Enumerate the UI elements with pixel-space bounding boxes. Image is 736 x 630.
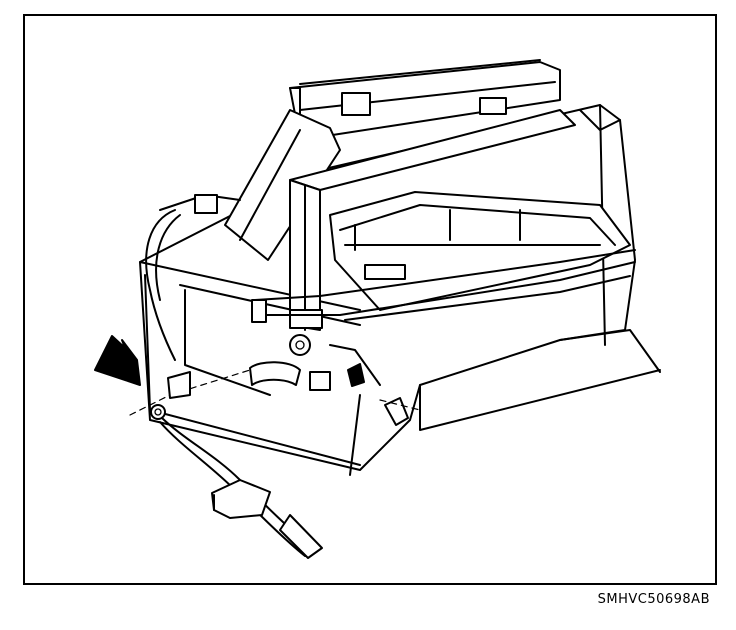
duct-assembly bbox=[224, 109, 576, 331]
direction-arrow-icon bbox=[94, 335, 141, 386]
figure-caption: SMHVC50698AB bbox=[597, 592, 710, 607]
actuator-link bbox=[129, 334, 421, 476]
cable-connector bbox=[150, 371, 323, 559]
upper-housing bbox=[289, 59, 561, 141]
cable-run bbox=[145, 209, 181, 361]
frame-rails bbox=[159, 194, 636, 323]
